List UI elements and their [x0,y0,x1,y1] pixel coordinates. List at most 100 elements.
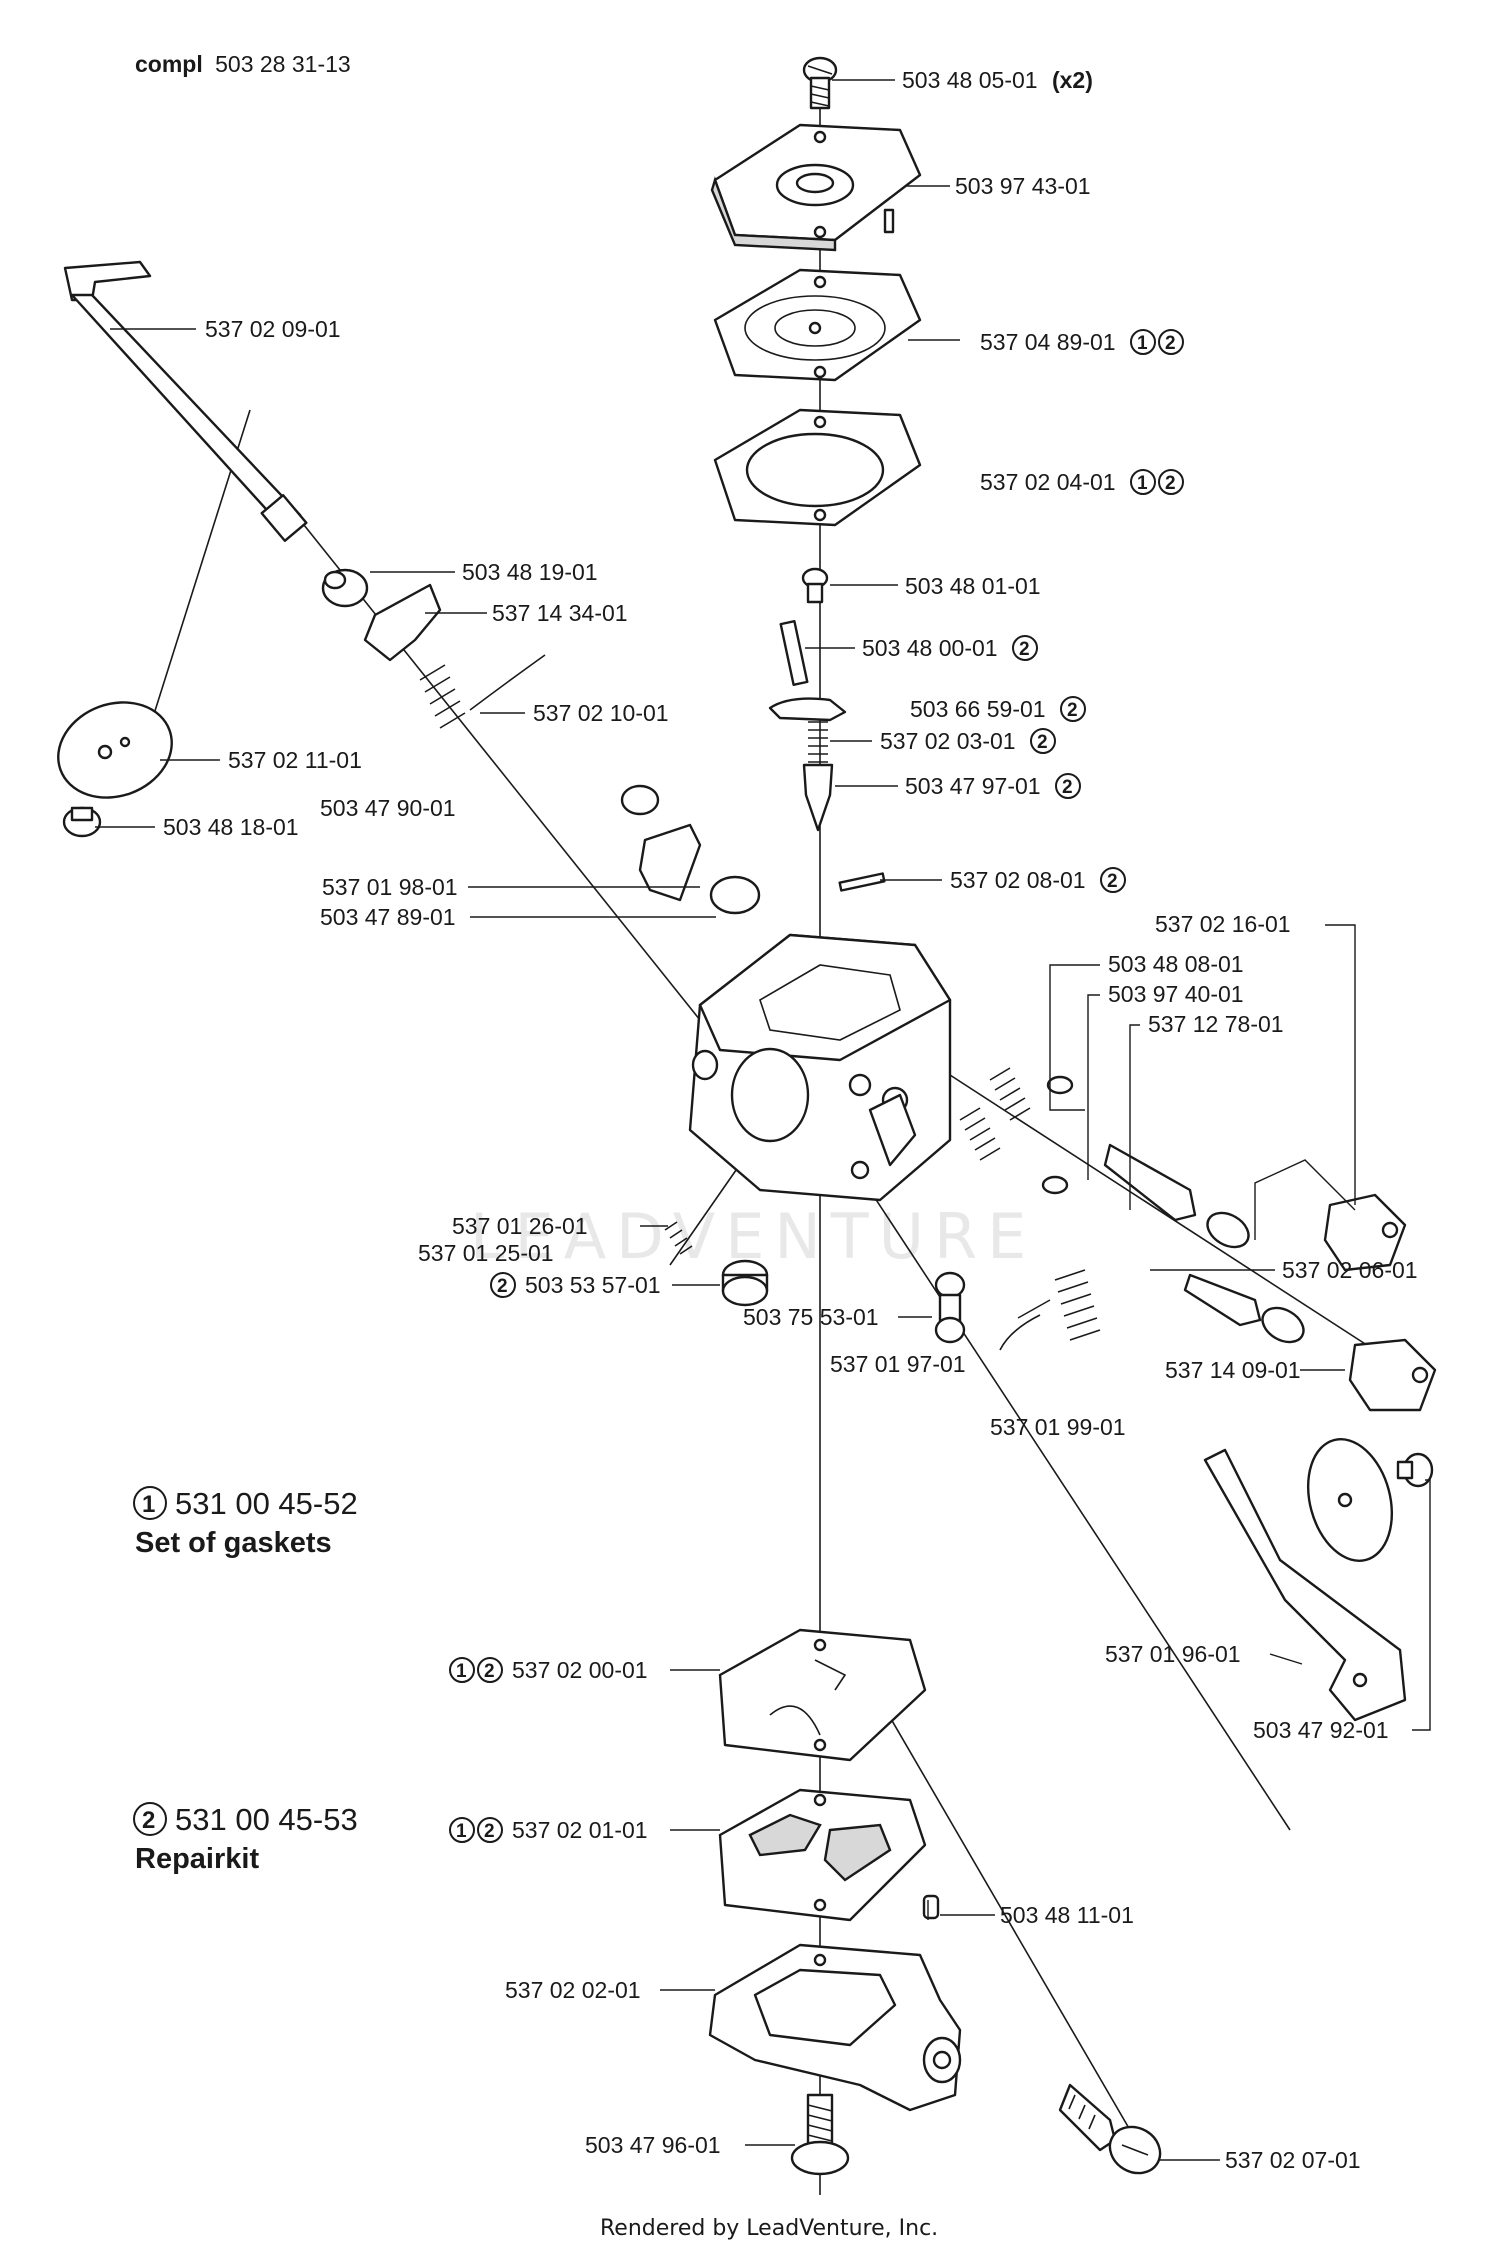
kit-badges: 1 2 1 2 2 2 2 2 2 2 1 2 1 2 [449,329,1184,1843]
kit-badge: 2 [477,1657,503,1683]
svg-text:2: 2 [484,1661,495,1682]
diaphragm [713,268,922,382]
part-label-p21: 503 47 90-01 [320,795,456,821]
part-label-p16: 503 48 19-01 [462,559,598,585]
part-label-p13: 503 97 40-01 [1108,981,1244,1007]
throttle-axis [299,519,701,1021]
choke-screw [1396,1452,1434,1488]
kit-badge: 2 [490,1272,516,1298]
carburetor-body [688,933,952,1202]
leader-lines [95,79,1431,2161]
cover-plate [710,123,922,252]
part-label-p10: 537 02 08-01 [950,867,1086,893]
kit-badge: 1 [449,1657,475,1683]
screw-top [802,56,838,110]
kit-badge: 2 [1012,635,1038,661]
kit-badge: 2 [1030,728,1056,754]
throttle-lever [363,583,442,662]
part-label-p15: 537 02 09-01 [205,316,341,342]
part-label-p23: 503 47 89-01 [320,904,456,930]
throttle-valve [57,701,173,799]
kit-number: 531 00 45-52 [175,1486,358,1521]
part-label-p19: 537 02 11-01 [228,747,362,773]
idle-spring [999,1269,1101,1351]
compl-word: compl [135,51,203,77]
part-label-p33: 503 47 92-01 [1253,1717,1389,1743]
svg-text:1: 1 [456,1821,467,1842]
part-label-p05: 503 48 01-01 [905,573,1041,599]
kit-badge: 2 [1158,469,1184,495]
svg-text:2: 2 [497,1276,508,1297]
kit-badge: 2 [133,1802,167,1836]
adjust-springs [959,1067,1074,1195]
gasket-bottom [718,1628,927,1762]
svg-text:2: 2 [1067,700,1078,721]
svg-text:2: 2 [1107,871,1118,892]
svg-text:1: 1 [142,1491,155,1518]
stop-bracket [638,823,702,902]
part-label-p31: 537 14 09-01 [1165,1357,1301,1383]
svg-text:2: 2 [1019,639,1030,660]
valve-screw [62,806,102,838]
compl-number: 503 28 31-13 [215,51,351,77]
part-label-p26: 503 53 57-01 [525,1272,661,1298]
kit-badge: 2 [1158,329,1184,355]
kit-name: Set of gaskets [135,1527,332,1559]
part-label-p06: 503 48 00-01 [862,635,998,661]
kit-badge: 1 [449,1817,475,1843]
kit-legend: 1 531 00 45-52 Set of gaskets 2 531 00 4… [133,1486,358,1875]
part-label-p02: 503 97 43-01 [955,173,1091,199]
part-label-p12: 503 48 08-01 [1108,951,1244,977]
throttle-spring [419,654,546,729]
kit-repairkit: 2 531 00 45-53 Repairkit [133,1802,358,1875]
small-screw [801,567,829,604]
part-label-p25: 537 01 25-01 [418,1240,554,1266]
kit-badge: 1 [1130,469,1156,495]
shaft-bushing [321,568,369,608]
kit-badge: 2 [1055,773,1081,799]
part-label-p01: 503 48 05-01 (x2) [902,67,1093,93]
kit-number: 531 00 45-53 [175,1802,358,1837]
part-label-p18: 537 02 10-01 [533,700,669,726]
part-label-p27: 503 75 53-01 [743,1304,879,1330]
part-drawings [57,56,1437,2195]
part-label-p11: 537 02 16-01 [1155,911,1291,937]
throttle-shaft [63,260,308,542]
kit-badge: 2 [1060,696,1086,722]
kit-badge: 2 [1100,867,1126,893]
part-label-p03: 537 04 89-01 [980,329,1116,355]
side-spring [664,1221,693,1255]
idle-screw [934,1271,966,1344]
part-label-p37: 537 02 02-01 [505,1977,641,2003]
part-label-p38: 503 47 96-01 [585,2132,721,2158]
kit-name: Repairkit [135,1843,259,1875]
svg-text:2: 2 [1165,473,1176,494]
part-label-p07: 503 66 59-01 [910,696,1046,722]
pump-pin [922,1894,940,1920]
pump-cover [708,1943,962,2112]
pump-axis [879,1699,1131,2131]
part-label-p39: 537 02 07-01 [1225,2147,1361,2173]
assembly-number: compl 503 28 31-13 [135,51,351,77]
svg-text:2: 2 [1165,333,1176,354]
part-labels: 503 48 05-01 (x2) 503 97 43-01 537 04 89… [163,67,1418,2173]
part-label-p17: 537 14 34-01 [492,600,628,626]
svg-text:1: 1 [456,1661,467,1682]
lever-pin [779,620,809,686]
choke-axis [849,1159,1291,1831]
part-label-p34: 537 02 00-01 [512,1657,648,1683]
svg-text:2: 2 [142,1807,155,1834]
part-label-p24: 537 01 26-01 [452,1213,588,1239]
choke-shaft [1203,1448,1407,1722]
gasket-top [713,408,922,527]
part-label-p22: 537 01 98-01 [322,874,458,900]
part-label-p08: 537 02 03-01 [880,728,1016,754]
pin [838,872,886,892]
svg-text:2: 2 [1062,777,1073,798]
svg-text:2: 2 [484,1821,495,1842]
stop-screw [620,784,660,816]
part-label-p36: 503 48 11-01 [1000,1902,1134,1928]
metering-lever [768,697,847,722]
strainer [721,1259,769,1307]
